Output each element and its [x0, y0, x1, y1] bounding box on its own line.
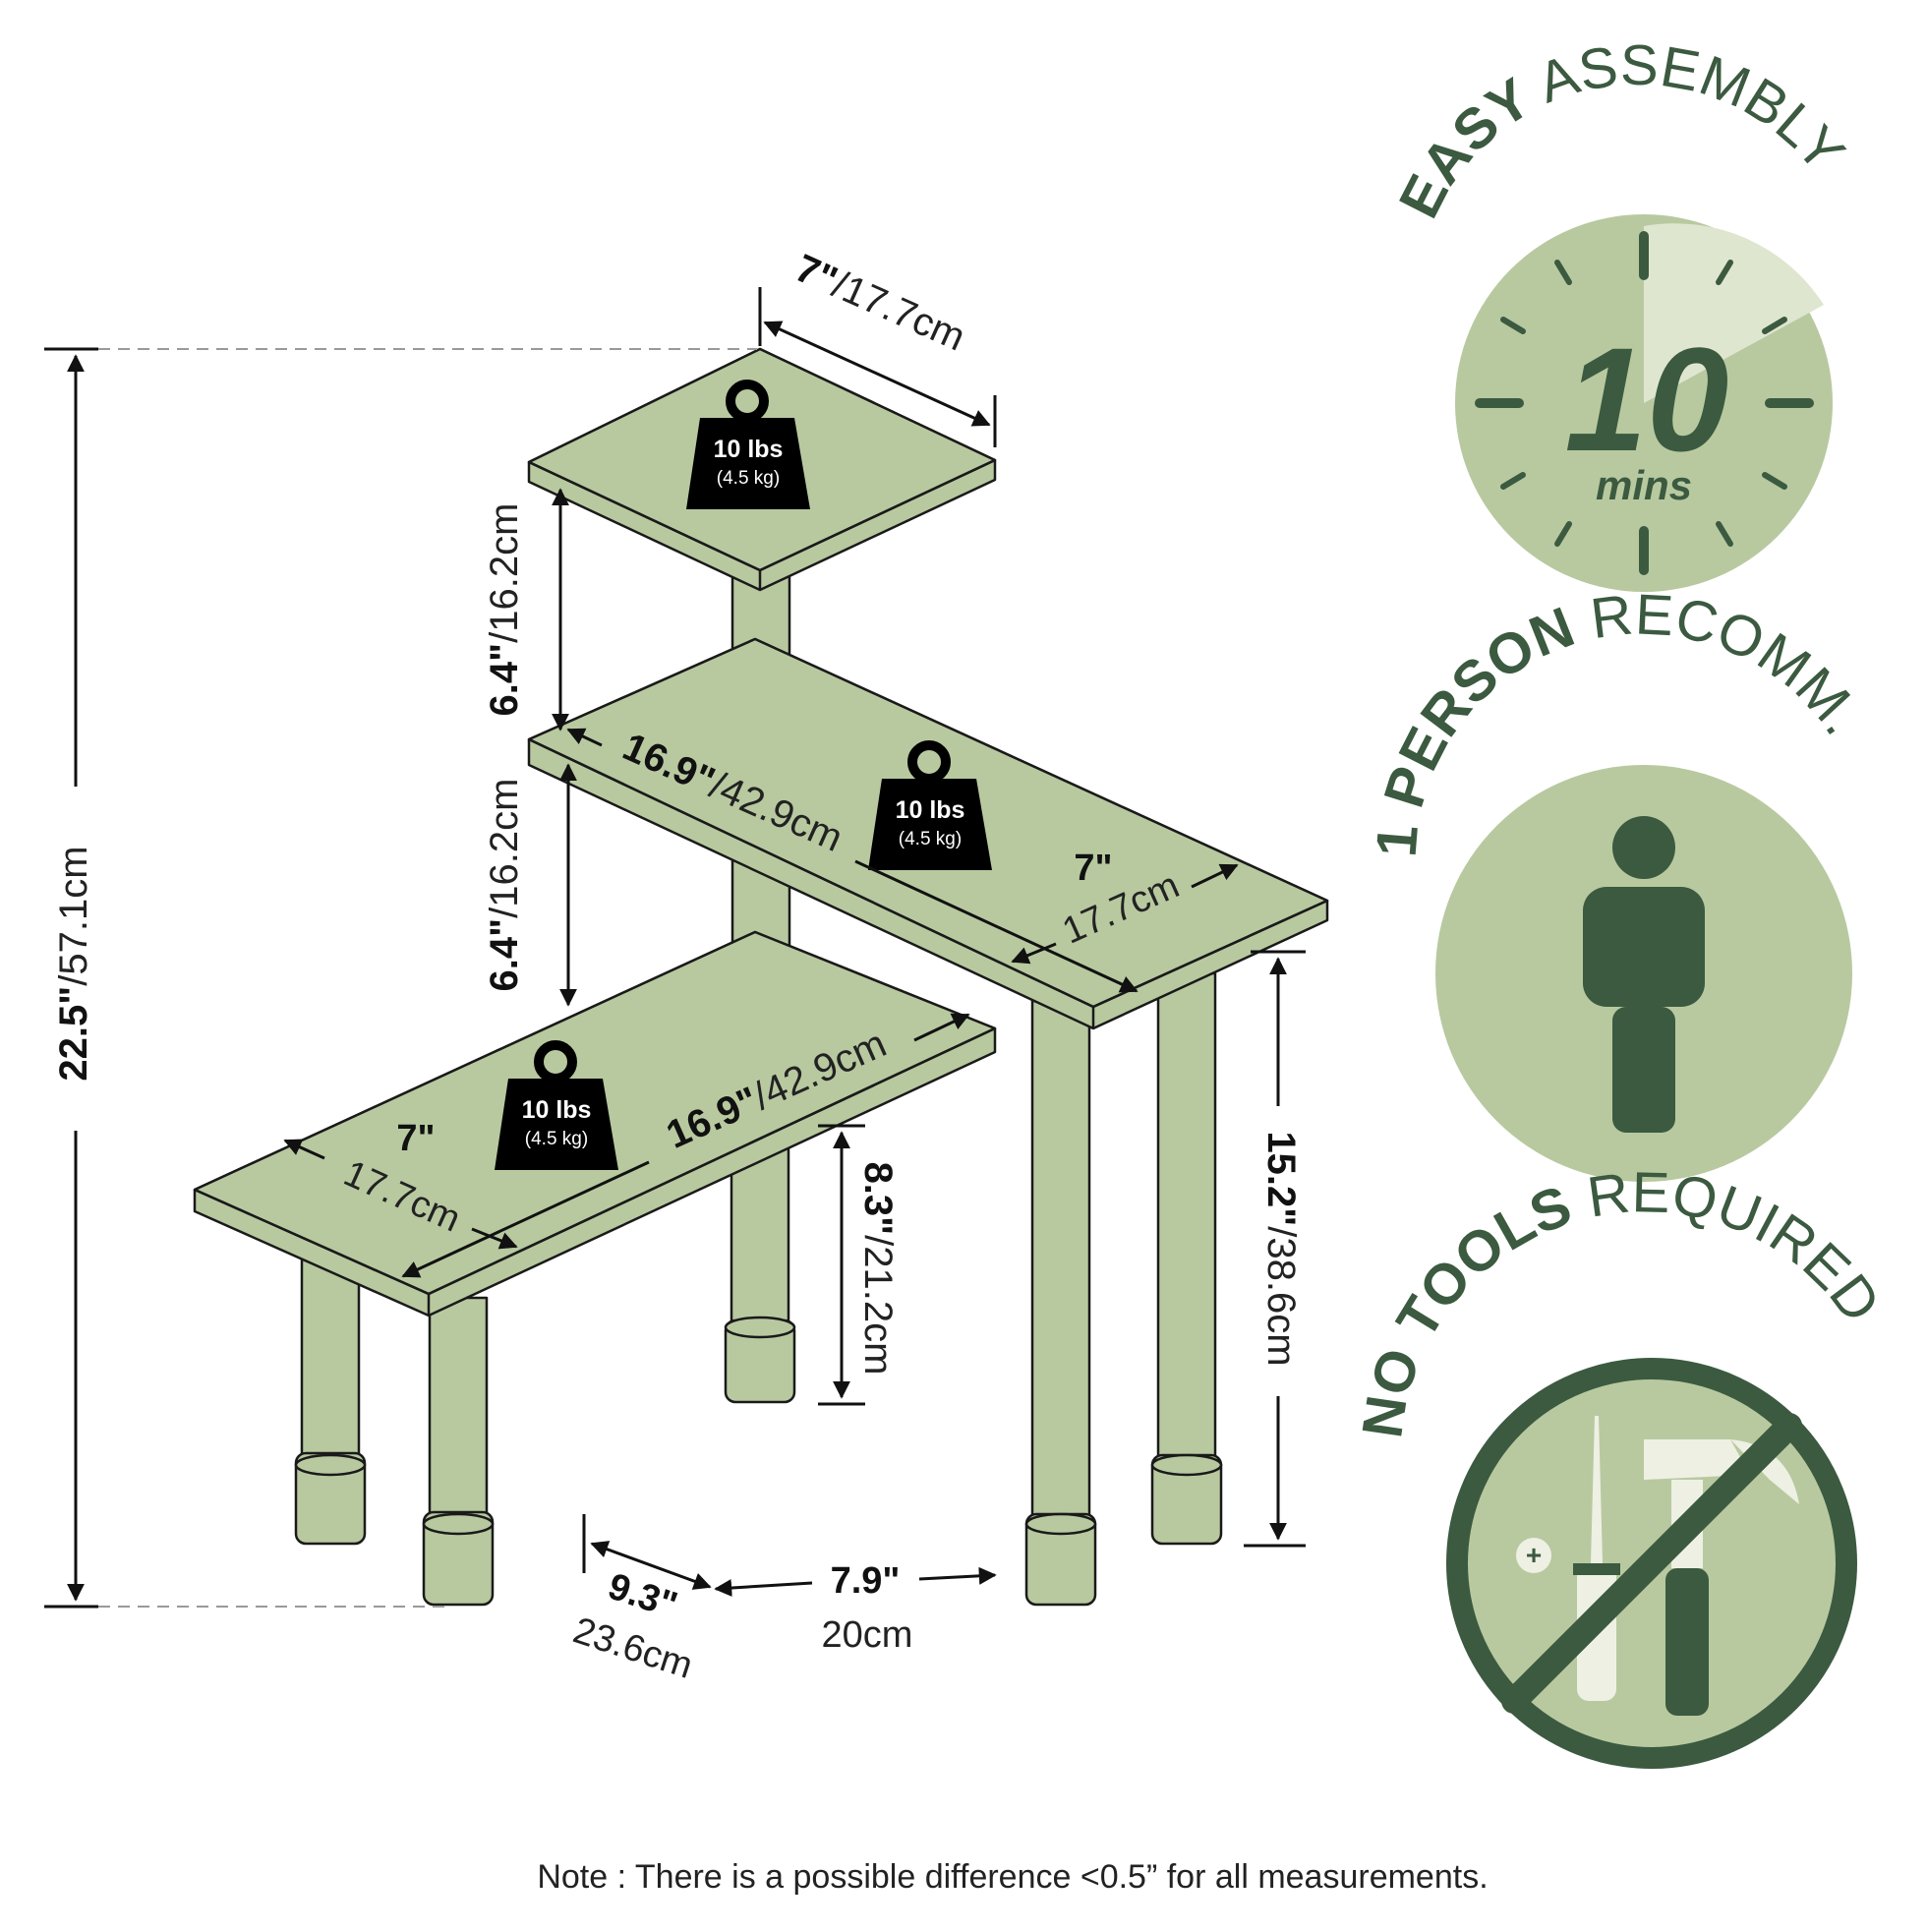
badge-one-person: 1 PERSON RECOMM. [1365, 582, 1875, 1182]
top-gap-label: 6.4"/16.2cm [483, 503, 526, 717]
mid-depth-inch-label: 7" [1074, 848, 1112, 889]
dimension-lines [44, 287, 1306, 1609]
leg-low-left [294, 1237, 367, 1546]
offset-width-inch-label: 7.9" [831, 1560, 901, 1602]
clock-sector [1644, 223, 1824, 403]
minutes-value: 10 [1565, 317, 1729, 482]
shelf-stand [193, 347, 1329, 1607]
leg-right-back [1150, 971, 1223, 1546]
total-height-label: 22.5"/57.1cm [52, 846, 95, 1081]
offset-depth-inch-label: 9.3" [604, 1566, 682, 1627]
weight-kg-top: (4.5 kg) [717, 468, 780, 489]
low-height-label: 8.3"/21.2cm [856, 1162, 900, 1376]
right-height-label: 15.2"/38.6cm [1259, 1131, 1303, 1366]
weight-lbs-top: 10 lbs [714, 436, 784, 463]
person-icon [1583, 816, 1705, 1133]
offset-width-cm-label: 20cm [822, 1614, 913, 1656]
weight-tag-lower: 10 lbs (4.5 kg) [495, 1040, 618, 1170]
prohibition-slash [1501, 1413, 1802, 1714]
svg-text:+: + [1526, 1540, 1542, 1570]
clock-ticks [1475, 231, 1814, 575]
offset-depth-cm-label: 23.6cm [568, 1610, 698, 1686]
measurement-note: Note : There is a possible difference <0… [537, 1858, 1488, 1896]
low-depth-inch-label: 7" [396, 1118, 435, 1159]
mid-gap-label: 6.4"/16.2cm [483, 779, 526, 992]
top-width-label: 7"/17.7cm [789, 247, 972, 360]
badge-easy-assembly: EASY ASSEMBLY 10 mins [1387, 33, 1857, 592]
minutes-unit: mins [1596, 462, 1692, 508]
leg-right-front [1024, 999, 1097, 1607]
weight-lbs-lower: 10 lbs [522, 1096, 592, 1124]
weight-kg-middle: (4.5 kg) [899, 829, 962, 849]
badge-no-tools: NO TOOLS REQUIRED + [1350, 1160, 1893, 1769]
easy-assembly-title: EASY ASSEMBLY [1387, 33, 1857, 228]
weight-lbs-middle: 10 lbs [896, 796, 965, 824]
weight-tag-middle: 10 lbs (4.5 kg) [868, 740, 992, 870]
leg-low-front [422, 1296, 495, 1607]
weight-kg-lower: (4.5 kg) [525, 1129, 588, 1149]
